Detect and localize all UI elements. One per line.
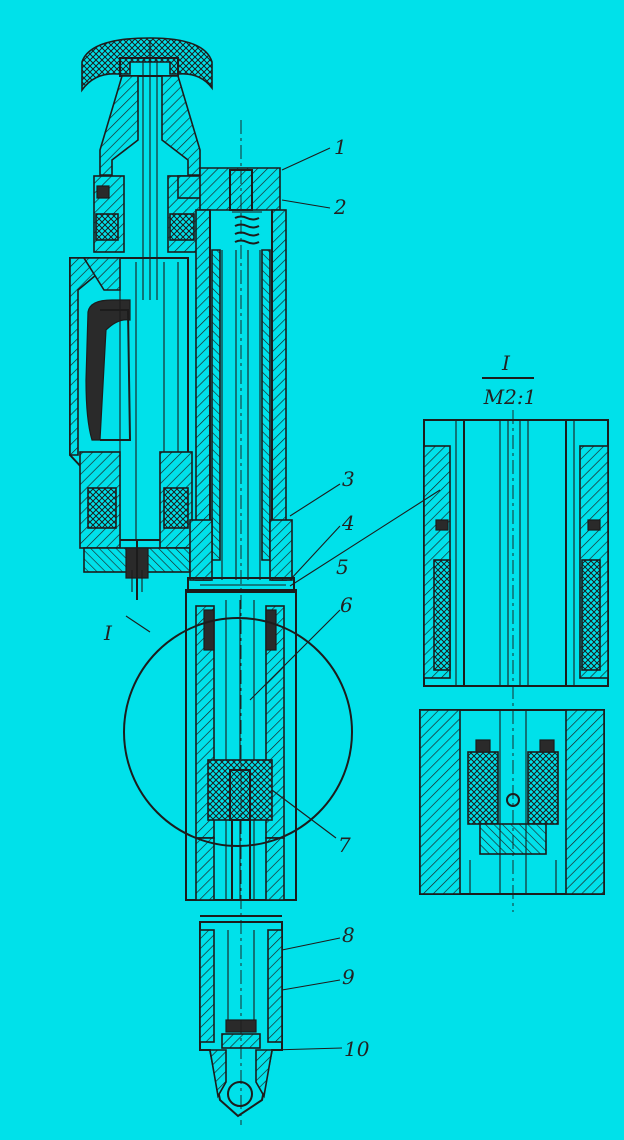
detail-lower: [419, 709, 605, 895]
callout-4: 4: [341, 511, 355, 535]
callout-3: 3: [342, 467, 355, 491]
detail-view-marker: I: [501, 351, 511, 375]
handle-assembly: [69, 37, 213, 600]
detail-upper: [423, 419, 609, 687]
detail-scale: M2:1: [483, 385, 537, 409]
detail-view: I M2:1: [419, 351, 609, 912]
callout-labels: 1 2 3 4 5 6 7 8 9 10: [333, 135, 370, 1061]
detail-circle-marker: I: [103, 621, 113, 645]
callout-9: 9: [342, 965, 355, 989]
callout-5: 5: [336, 555, 349, 579]
callout-6: 6: [340, 593, 353, 617]
main-tube: [185, 120, 297, 1125]
callout-10: 10: [344, 1037, 370, 1061]
detail-circle: I: [103, 615, 353, 847]
callout-7: 7: [338, 833, 351, 857]
callout-leaders: [249, 147, 441, 1051]
callout-8: 8: [342, 923, 355, 947]
callout-1: 1: [334, 135, 347, 159]
callout-2: 2: [333, 195, 347, 219]
